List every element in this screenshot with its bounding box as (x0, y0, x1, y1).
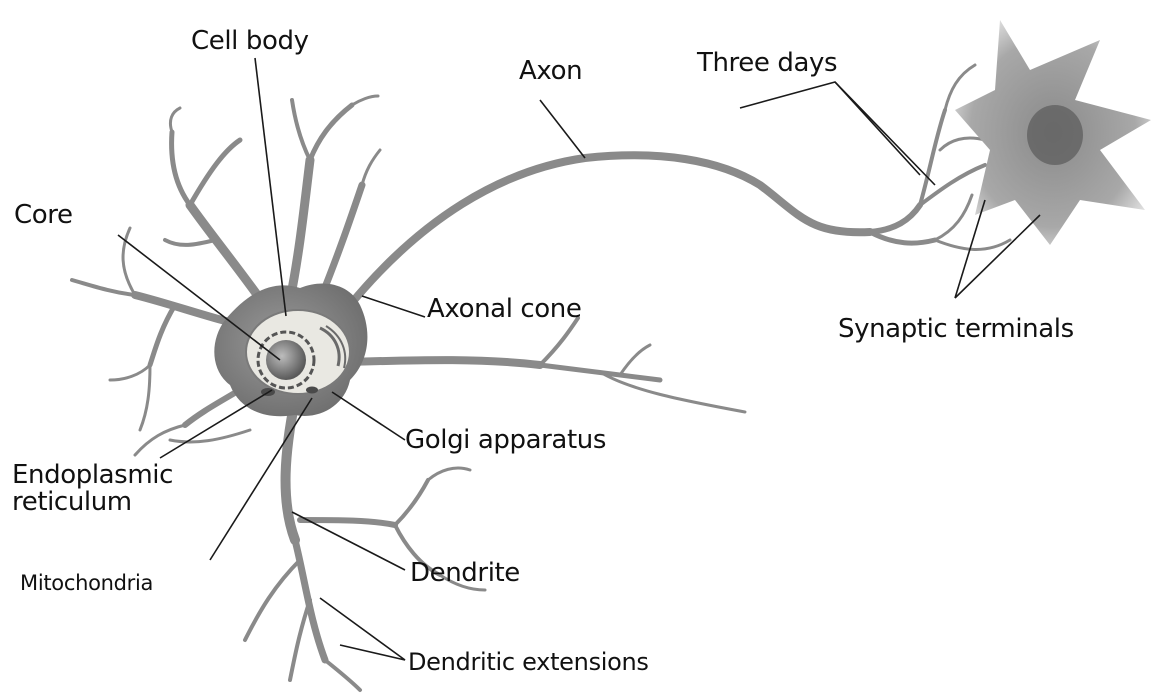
leader-dendritic-extensions (320, 598, 405, 660)
dendrites (72, 96, 745, 690)
leader-three-days-2 (835, 82, 920, 175)
axon-shape (350, 65, 1010, 305)
label-dendrite: Dendrite (410, 560, 520, 587)
leader-golgi (332, 392, 405, 440)
leader-axon (540, 100, 585, 158)
leader-three-days (740, 82, 935, 185)
leader-cell-body (255, 58, 286, 316)
leader-axonal-cone (362, 296, 425, 317)
label-mitochondria: Mitochondria (20, 572, 153, 594)
target-neuron (955, 20, 1151, 245)
label-cell-body: Cell body (191, 28, 309, 55)
label-endoplasmic-line1: Endoplasmic (12, 460, 173, 490)
label-golgi-apparatus: Golgi apparatus (405, 427, 606, 454)
label-synaptic-terminals: Synaptic terminals (838, 316, 1074, 343)
label-endoplasmic-reticulum: Endoplasmic reticulum (12, 462, 173, 517)
label-core: Core (14, 202, 73, 229)
label-axonal-cone: Axonal cone (427, 296, 581, 323)
label-endoplasmic-line2: reticulum (12, 487, 132, 517)
label-dendritic-extensions: Dendritic extensions (408, 650, 649, 675)
label-axon: Axon (519, 58, 582, 85)
label-three-days: Three days (697, 50, 837, 77)
cell-body-shape (214, 283, 367, 416)
leader-endoplasmic (160, 390, 272, 458)
